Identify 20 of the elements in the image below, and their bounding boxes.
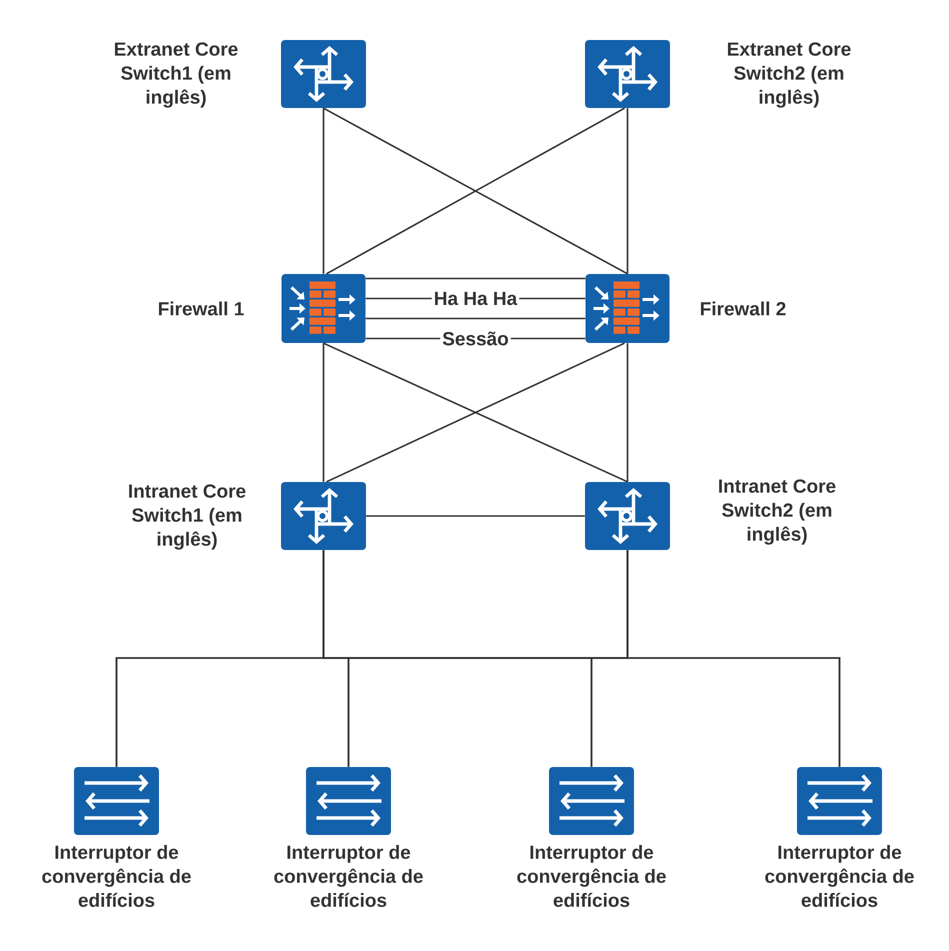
device-label: Interruptor de convergência de edifícios xyxy=(765,845,914,907)
device-label: Interruptor de convergência de edifícios xyxy=(42,845,191,907)
connection-line xyxy=(366,278,586,280)
device-label: Interruptor de convergência de edifícios xyxy=(274,845,423,907)
device-label: Intranet Core Switch2 (em inglês) xyxy=(719,479,836,545)
device-label: Extranet Core Switch2 (em inglês) xyxy=(728,42,851,108)
connection-line xyxy=(366,515,585,517)
connection-line xyxy=(626,108,628,274)
device-label: Interruptor de convergência de edifícios xyxy=(517,845,666,907)
device-label: Firewall 1 xyxy=(158,302,244,316)
device-label: Extranet Core Switch1 (em inglês) xyxy=(114,42,238,108)
connection-line xyxy=(626,343,628,482)
connection-line xyxy=(366,318,586,320)
device-label: Intranet Core Switch1 (em inglês) xyxy=(129,484,246,550)
connection-line xyxy=(322,343,324,482)
connection-line xyxy=(322,108,324,274)
edge-label: Ha Ha Ha xyxy=(432,290,520,308)
device-label: Firewall 2 xyxy=(700,302,786,316)
connection-line xyxy=(626,550,840,767)
edge-label: Sessão xyxy=(440,330,511,348)
